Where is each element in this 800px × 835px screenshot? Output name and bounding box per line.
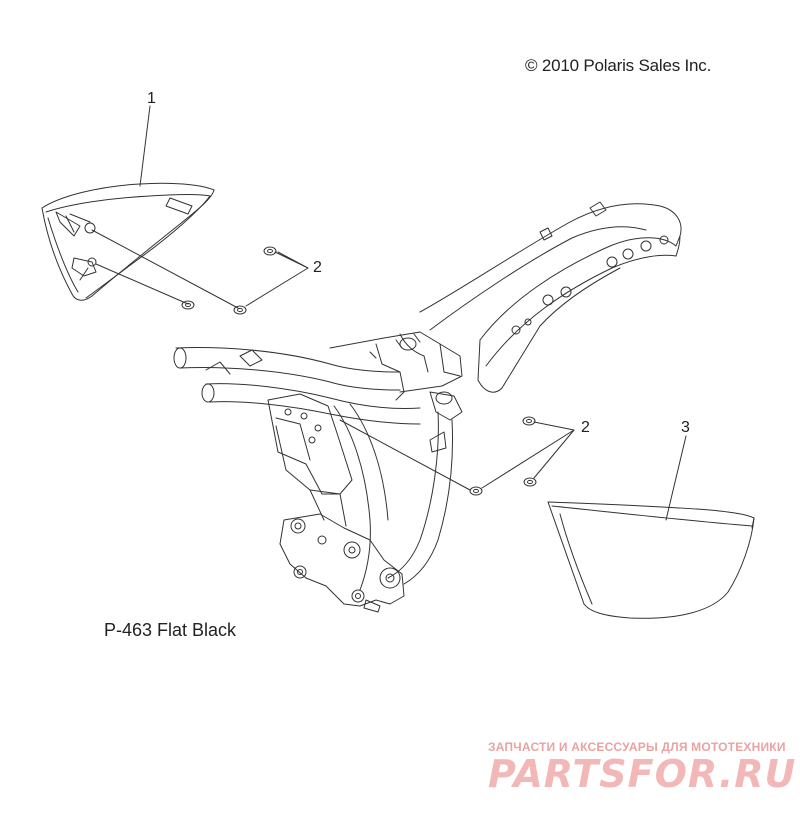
callout-label-2: 2 [581,419,590,436]
side-cover-right [547,501,755,619]
callout-leader-1 [139,105,151,187]
grommet-nut [181,246,277,315]
callout-leader-2b [481,421,575,489]
paint-code-caption: P-463 Flat Black [104,620,237,640]
callout-leader-2a [245,251,309,307]
side-cover-left [41,182,215,301]
callout-label-2: 2 [313,259,322,276]
watermark-logo: PARTSFOR.RU [488,752,797,796]
grommet-nut [469,416,537,496]
watermark-tagline: ЗАПЧАСТИ И АКСЕССУАРЫ ДЛЯ МОТОТЕХНИКИ [488,740,786,754]
motorcycle-frame [173,201,682,613]
callout-leader-3 [665,435,687,521]
copyright-notice: © 2010 Polaris Sales Inc. [525,56,712,75]
leader-line [91,229,239,309]
callout-label-3: 3 [681,419,690,436]
callout-label-1: 1 [147,90,156,107]
leader-line [339,419,471,491]
